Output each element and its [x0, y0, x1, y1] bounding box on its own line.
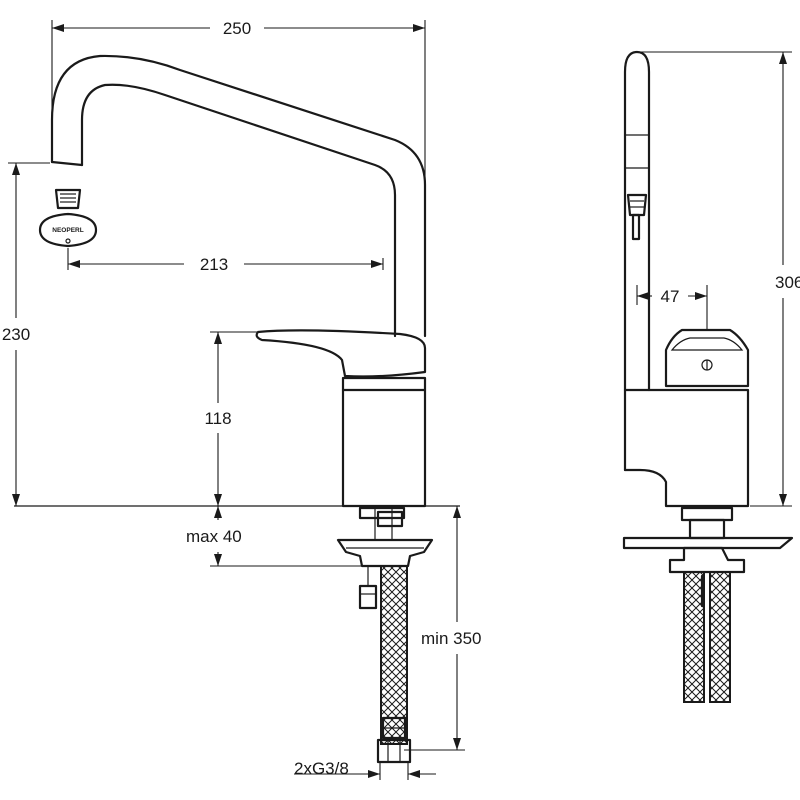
spout-body [50, 54, 427, 338]
dim-label-213: 213 [200, 255, 228, 274]
side-spout [623, 50, 651, 472]
dim-label-230: 230 [2, 325, 30, 344]
dim-label-306: 306 [775, 273, 800, 292]
side-mounting [622, 506, 794, 574]
dim-label-47: 47 [661, 287, 680, 306]
hose-connector [376, 738, 412, 764]
dimension-lines [8, 20, 792, 780]
dim-label-118: 118 [204, 409, 231, 428]
front-view: NEOPERL [14, 54, 460, 764]
side-view [622, 50, 794, 703]
side-hose-right [709, 571, 731, 703]
dim-label-min350: min 350 [421, 629, 481, 648]
front-hose [380, 565, 408, 745]
dim-label-max40: max 40 [186, 527, 242, 546]
aerator: NEOPERL [38, 188, 98, 248]
side-lever [664, 328, 750, 388]
dim-label-connection: 2xG3/8 [294, 759, 349, 778]
faucet-body [341, 376, 427, 508]
lever-handle [255, 329, 427, 378]
aerator-brand-label: NEOPERL [52, 227, 83, 234]
dim-label-250: 250 [223, 19, 251, 38]
side-body [623, 388, 750, 508]
side-hose-left [683, 571, 705, 703]
dimension-labels: 250 213 230 118 max 40 min 350 2xG3/8 47… [2, 19, 800, 778]
